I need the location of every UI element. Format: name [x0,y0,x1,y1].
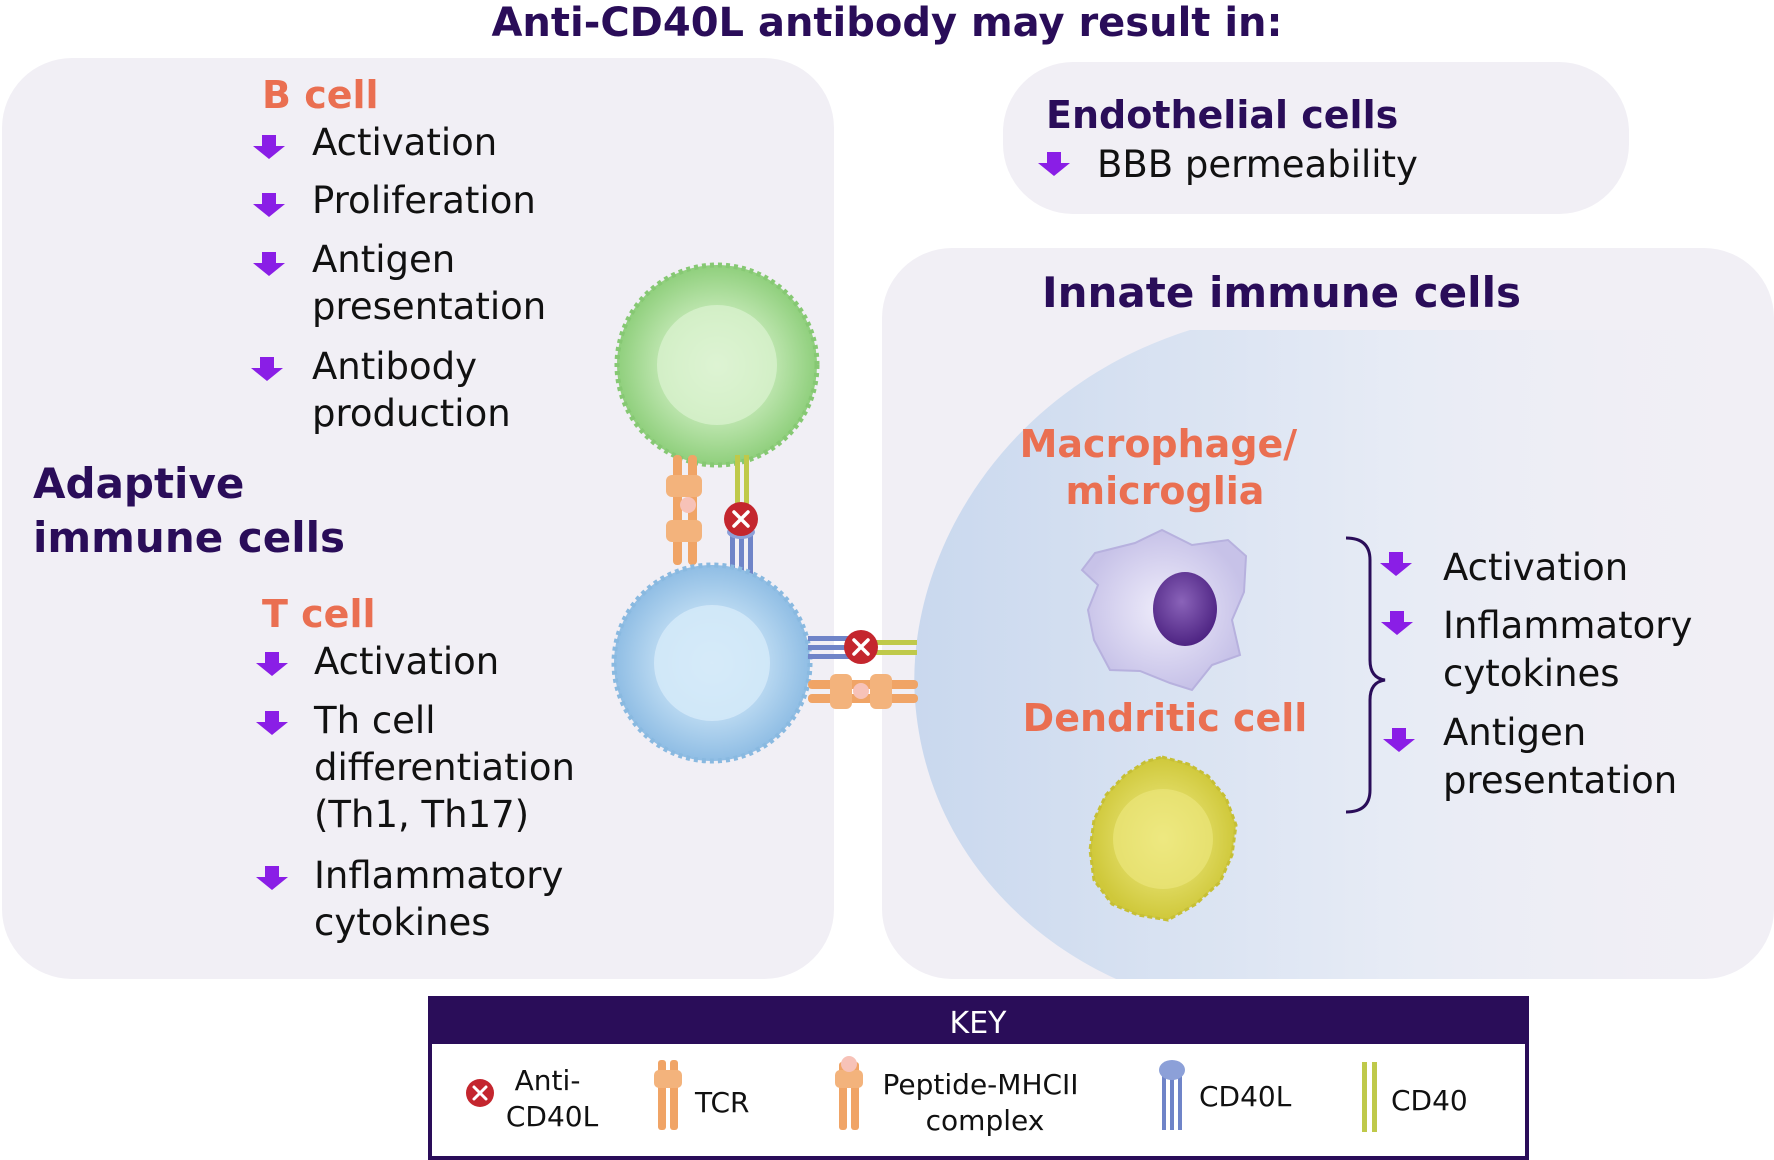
svg-text:Activation: Activation [1443,546,1628,589]
svg-text:Activation: Activation [312,121,497,164]
cd40l-icon [1159,1060,1185,1130]
t-cell-item-2-line-1: Th cell [313,699,435,742]
innate-item-2-line-1: Inflammatory [1443,604,1692,647]
anti-cd40l-marker-1 [724,502,758,536]
key-mhc-line-2: complex [926,1104,1045,1137]
decrease-arrow-icon [253,135,285,159]
key-cd40l-label: CD40L [1199,1080,1292,1113]
endothelial-panel [1003,62,1629,214]
key-cd40-label: CD40 [1391,1084,1468,1117]
tcr-icon [654,1060,682,1130]
key-item-cd40l: CD40L [1159,1060,1292,1130]
svg-text:Adaptive immune cells: Adaptive immune cells [33,459,345,562]
t-cell-item-2: Th cell differentiation (Th1, Th17) [256,699,587,836]
b-cell-item-2-line-1: Proliferation [312,179,536,222]
decrease-arrow-icon [1383,728,1415,752]
adaptive-panel [2,58,834,979]
decrease-arrow-icon [1380,552,1412,576]
t-cell-illustration [611,562,813,764]
b-cell-item-3-line-2: presentation [312,285,546,328]
innate-item-1: Activation [1380,546,1628,589]
decrease-arrow-icon [253,252,285,276]
macrophage-illustration [1080,528,1248,692]
peptide-mhcii-icon [835,1056,863,1130]
svg-text:Anti- CD40L: Anti- CD40L [506,1064,599,1133]
svg-text:Inflammatory cytokines: Inflammatory cytokines [1443,604,1704,695]
b-cell-item-2: Proliferation [253,179,536,222]
innate-item-3-line-2: presentation [1443,759,1677,802]
t-cell-item-3: Inflammatory cytokines [256,854,575,944]
t-cell-item-1: Activation [256,640,499,683]
t-cell-item-2-line-3: (Th1, Th17) [314,793,529,836]
key-item-tcr: TCR [654,1060,749,1130]
b-cell-illustration [614,262,820,468]
decrease-arrow-icon [251,357,283,381]
b-cell-item-1: Activation [253,121,497,164]
macrophage-label-line-1: Macrophage/ [1020,422,1298,466]
innate-bracket [1345,536,1386,814]
svg-text:Proliferation: Proliferation [312,179,536,222]
svg-text:Antibody production: Antibody production [312,345,511,435]
anti-cd40l-marker-2 [844,630,878,664]
innate-item-3: Antigen presentation [1383,711,1677,802]
b-cell-title: B cell [262,73,379,117]
key-anti-line-1: Anti- [515,1064,581,1097]
adaptive-heading-line-2: immune cells [33,513,345,562]
decrease-arrow-icon [256,652,288,676]
b-cell-item-4: Antibody production [251,345,511,435]
decrease-arrow-icon [1038,152,1070,176]
t-cell-item-2-line-2: differentiation [314,746,575,789]
b-cell-item-1-line-1: Activation [312,121,497,164]
b-cell-item-3: Antigen presentation [253,238,546,328]
decrease-arrow-icon [253,193,285,217]
svg-text:Peptide-MHCII complex: Peptide-MHCII complex [883,1068,1088,1137]
t-cell-item-1-line-1: Activation [314,640,499,683]
t-cell-item-3-line-2: cytokines [314,901,491,944]
t-cell-title: T cell [262,592,376,636]
key-item-cd40: CD40 [1362,1062,1468,1132]
innate-item-2: Inflammatory cytokines [1381,604,1704,695]
dendritic-cell-illustration [1088,755,1238,922]
innate-item-3-line-1: Antigen [1443,711,1586,754]
svg-text:Inflammatory cytokines: Inflammatory cytokines [314,854,575,944]
endothelial-item: BBB permeability [1097,143,1418,186]
t-cell-item-3-line-1: Inflammatory [314,854,563,897]
innate-item-1-line-1: Activation [1443,546,1628,589]
svg-text:Activation: Activation [314,640,499,683]
key-item-mhc: Peptide-MHCII complex [835,1056,1088,1137]
diagram-title: Anti-CD40L antibody may result in: [491,0,1282,46]
innate-title: Innate immune cells [1042,268,1521,317]
key-mhc-line-1: Peptide-MHCII [883,1068,1079,1101]
tcr-mhc-bt-illustration [666,455,702,565]
dendritic-label: Dendritic cell [1023,696,1308,740]
key-title: KEY [950,1006,1008,1041]
svg-text:Antigen presentation: Antigen presentation [1443,711,1677,802]
macrophage-label-line-2: microglia [1066,469,1265,513]
decrease-arrow-icon [256,866,288,890]
key-tcr-label: TCR [694,1086,749,1119]
svg-text:Th cell differentiation: Th cell differentiation (Th1, Th17) [313,699,587,836]
innate-item-2-line-2: cytokines [1443,652,1620,695]
key-legend: KEY Anti- CD40L TCR [428,996,1529,1160]
decrease-arrow-icon [256,711,288,735]
decrease-arrow-icon [1381,611,1413,635]
cd40-cd40l-ti-illustration [808,636,917,659]
key-item-anti-cd40l: Anti- CD40L [466,1064,599,1133]
key-anti-line-2: CD40L [506,1100,599,1133]
b-cell-item-4-line-1: Antibody [312,345,477,388]
svg-text:Antigen presentation: Antigen presentation [312,238,546,328]
b-cell-item-3-line-1: Antigen [312,238,455,281]
tcr-mhc-ti-illustration [808,674,918,709]
adaptive-heading-line-1: Adaptive [33,459,244,508]
cd40-icon [1362,1062,1377,1132]
b-cell-item-4-line-2: production [312,392,511,435]
endothelial-title: Endothelial cells [1046,93,1398,137]
svg-text:Macrophage/ microglia: Macrophage/ microglia [1020,422,1311,513]
